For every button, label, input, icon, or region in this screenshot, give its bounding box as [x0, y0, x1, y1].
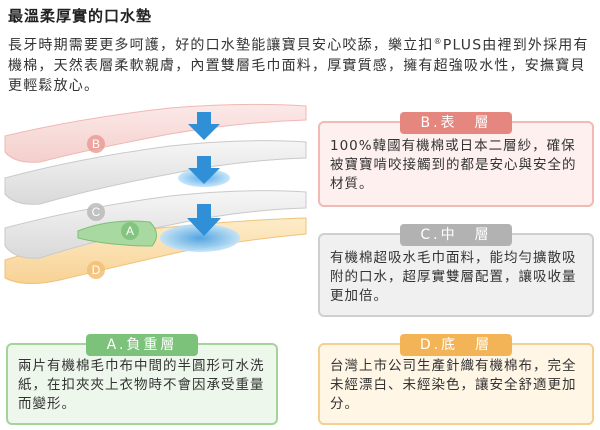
section-b-box: B.表 層 100%韓國有機棉或日本二層紗，確保被寶寶啃咬接觸到的都是安心與安全…	[318, 112, 594, 207]
svg-text:A: A	[126, 224, 134, 238]
section-b-text: 100%韓國有機棉或日本二層紗，確保被寶寶啃咬接觸到的都是安心與安全的材質。	[330, 138, 577, 192]
section-d-box: D.底 層 台灣上市公司生產針織有機棉布，完全未經漂白、未經染色，讓安全舒適更加…	[318, 334, 594, 425]
intro-paragraph: 長牙時期需要更多呵護，好的口水墊能讓寶貝安心咬舔，樂立扣®PLUS由裡到外採用有…	[8, 32, 596, 96]
intro-text-end: PLUS由裡到外採用有機棉，天然表層柔軟親膚，內置雙層毛巾面料，厚實質感，擁有超…	[8, 37, 589, 94]
section-c-text: 有機棉超吸水毛巾面料，能均勻擴散吸附的口水，超厚實雙層配置，讓吸收量更加倍。	[330, 250, 577, 304]
arrow-down-icon	[188, 112, 220, 140]
section-d-text: 台灣上市公司生產針織有機棉布，完全未經漂白、未經染色，讓安全舒適更加分。	[330, 358, 577, 412]
absorb-spot-lower	[160, 224, 240, 252]
layer-illustration: B C A D	[4, 103, 307, 284]
section-a-text: 兩片有機棉毛巾布中間的半圓形可水洗紙，在扣夾夾上衣物時不會因承受重量而變形。	[18, 358, 265, 412]
section-a-box: A.負重層 兩片有機棉毛巾布中間的半圓形可水洗紙，在扣夾夾上衣物時不會因承受重量…	[6, 334, 278, 425]
label-a-marker: A	[121, 222, 139, 240]
layer-c-upper-shape	[4, 140, 307, 205]
intro-text-start: 長牙時期需要更多呵護，好的口水墊能讓寶貝安心咬舔，樂立扣	[8, 37, 434, 54]
svg-text:D: D	[92, 263, 101, 277]
arrow-down-icon	[187, 204, 221, 236]
svg-text:C: C	[92, 205, 101, 219]
layer-c-lower-shape	[4, 190, 307, 259]
label-b-marker: B	[87, 135, 105, 153]
registered-mark: ®	[433, 37, 443, 46]
section-c-tag: C.中 層	[400, 224, 512, 246]
label-c-marker: C	[87, 203, 105, 221]
section-d-tag: D.底 層	[400, 334, 512, 356]
layer-b-shape	[4, 103, 307, 163]
arrow-down-icon	[188, 156, 220, 184]
section-b-tag: B.表 層	[400, 112, 512, 134]
section-c-box: C.中 層 有機棉超吸水毛巾面料，能均勻擴散吸附的口水，超厚實雙層配置，讓吸收量…	[318, 224, 594, 317]
label-d-marker: D	[87, 261, 105, 279]
page-title: 最溫柔厚實的口水墊	[8, 7, 153, 25]
section-a-tag: A.負重層	[86, 334, 198, 356]
svg-text:B: B	[92, 137, 100, 151]
